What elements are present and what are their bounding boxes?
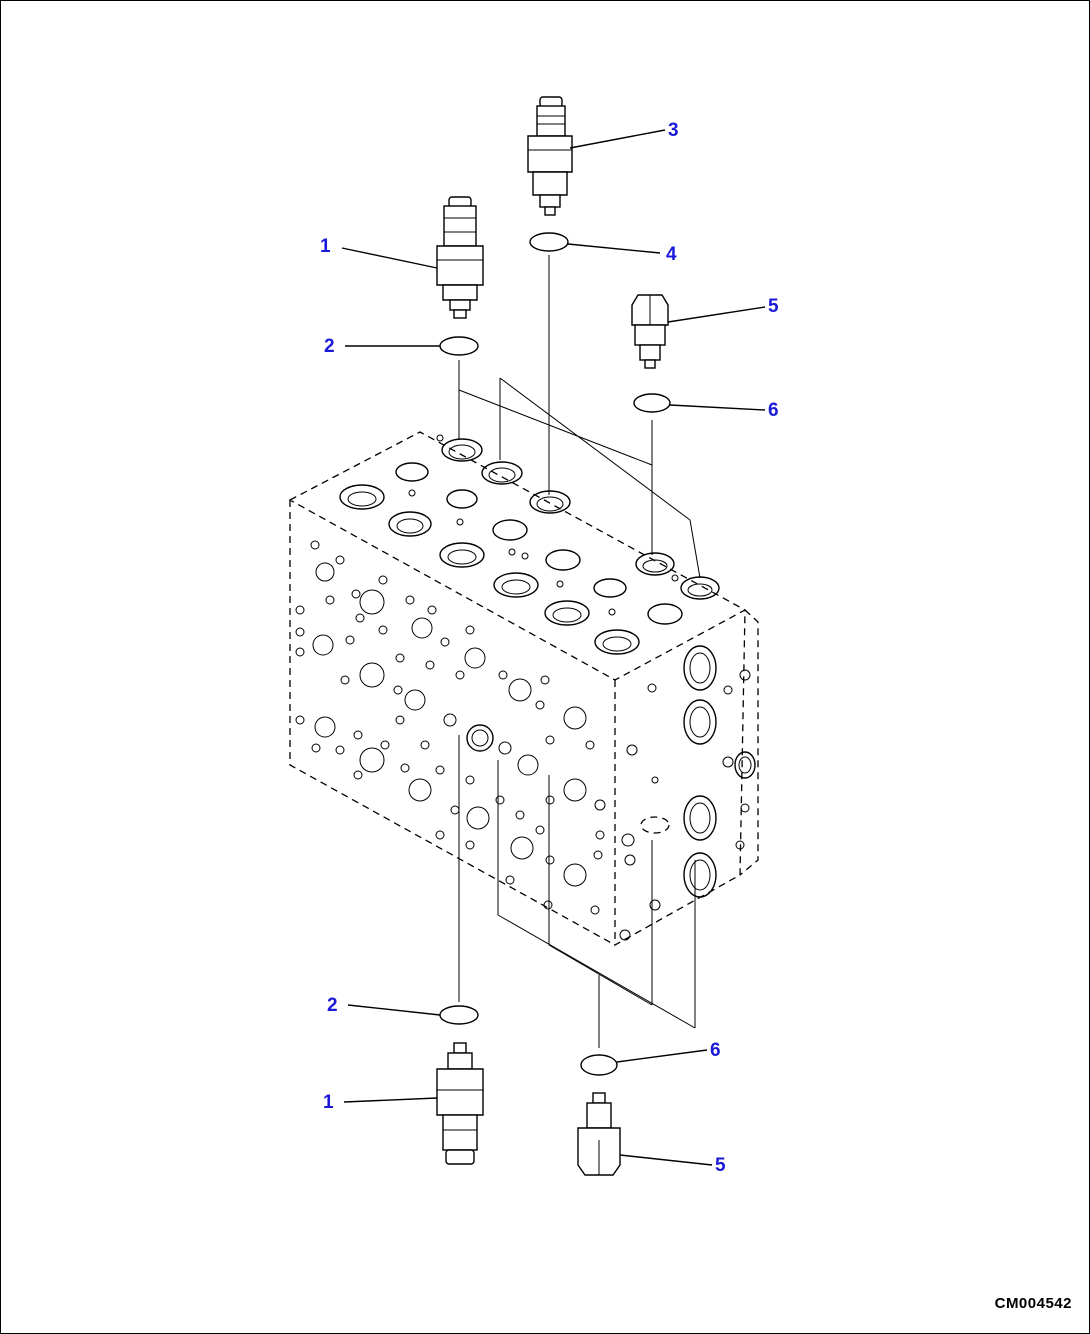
o-ring-part-4 — [529, 232, 569, 252]
callout-5-bottom: 5 — [715, 1155, 726, 1176]
o-ring-part-6-top — [633, 393, 671, 413]
assembly-alignment-lines — [458, 255, 701, 1048]
top-face-ports — [339, 434, 720, 655]
callout-6-bottom: 6 — [710, 1040, 721, 1061]
callout-3: 3 — [668, 120, 679, 141]
callout-leaders — [341, 129, 766, 1166]
callout-1-top: 1 — [320, 236, 331, 257]
callout-4: 4 — [666, 244, 677, 265]
callout-2-bottom: 2 — [327, 995, 338, 1016]
callout-2-top: 2 — [324, 336, 335, 357]
callout-6-top: 6 — [768, 400, 779, 421]
relief-valve-part-1-top — [436, 196, 484, 319]
side-face-ports — [619, 645, 756, 941]
figure-id: CM004542 — [994, 1295, 1072, 1312]
front-face-ports — [295, 540, 606, 915]
callout-1-bottom: 1 — [323, 1092, 334, 1113]
o-ring-part-2-bottom — [439, 1005, 479, 1025]
o-ring-part-2-top — [439, 336, 479, 356]
relief-valve-part-1-bottom — [436, 1042, 484, 1165]
check-valve-part-5-top — [631, 294, 669, 369]
callout-5-top: 5 — [768, 296, 779, 317]
check-valve-part-5-bottom — [577, 1092, 621, 1176]
relief-valve-part-3 — [527, 96, 573, 216]
control-valve-block — [288, 431, 759, 947]
o-ring-part-6-bottom — [580, 1054, 618, 1076]
